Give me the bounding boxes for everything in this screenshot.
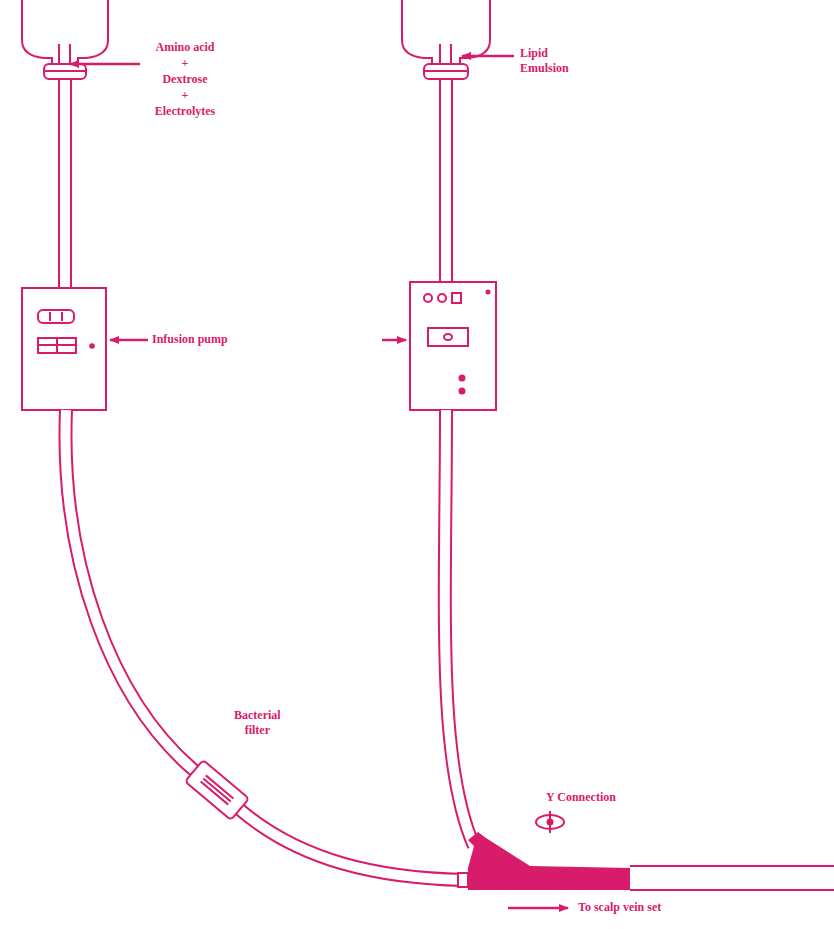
infusion-pump (38, 310, 74, 323)
infusion-pump (22, 288, 106, 410)
tubing (439, 79, 441, 282)
solution-bottle (69, 44, 71, 64)
leader-arrow (462, 55, 514, 58)
tubing (59, 79, 71, 288)
solution-label: + (140, 88, 230, 103)
y-connector (630, 866, 834, 890)
tubing (70, 79, 72, 288)
y-connector (458, 873, 468, 887)
infusion-pump (410, 282, 496, 410)
tubing (66, 410, 196, 772)
infusion-pump (424, 294, 432, 302)
leader-arrow (508, 907, 568, 910)
tubing (238, 808, 464, 880)
leader-arrow (70, 63, 140, 66)
lipid-bottle (439, 44, 441, 64)
tubing (445, 410, 474, 846)
infusion-pump (410, 282, 496, 410)
lipid-label: Lipid Emulsion (520, 46, 569, 76)
pump-label: Infusion pump (152, 332, 228, 347)
tubing (66, 410, 474, 880)
filter-label: Bacterial filter (234, 708, 281, 738)
infusion-pump (56, 338, 58, 353)
solution-bottle (22, 0, 108, 64)
leader-arrow (382, 339, 406, 342)
infusion-pump (452, 293, 461, 303)
solution-bottle (44, 70, 86, 72)
tubing (238, 808, 464, 880)
solution-label: Dextrose (140, 72, 230, 87)
bacterial-filter (185, 760, 249, 820)
lipid-bottle (402, 0, 490, 79)
lipid-bottle (424, 64, 468, 79)
infusion-pump (38, 338, 76, 353)
bacterial-filter (201, 781, 229, 804)
infusion-pump (22, 288, 106, 410)
bacterial-filter (206, 775, 234, 798)
bacterial-filter (203, 778, 231, 801)
solution-label: Electrolytes (140, 104, 230, 119)
lipid-bottle (402, 0, 490, 64)
infusion-pump (428, 328, 468, 346)
clamp (548, 820, 553, 825)
infusion-pump (487, 291, 490, 294)
solution-bottle (58, 44, 60, 64)
infusion-pump (444, 334, 452, 340)
solution-label: + (140, 56, 230, 71)
y-connector (458, 832, 834, 890)
outlet-label: To scalp vein set (578, 900, 661, 915)
lipid-bottle (424, 70, 468, 72)
infusion-pump (90, 344, 94, 348)
infusion-pump (460, 389, 465, 394)
tubing (58, 79, 60, 288)
bacterial-filter (185, 760, 249, 820)
connector-label: Y Connection (546, 790, 616, 805)
tubing (451, 79, 453, 282)
leader-arrow (70, 56, 568, 908)
infusion-pump (438, 294, 446, 302)
lipid-bottle (450, 44, 452, 64)
y-connector (468, 832, 630, 890)
tubing (66, 410, 196, 772)
clamp (536, 811, 564, 833)
solution-bottle (44, 64, 86, 79)
tubing (445, 410, 474, 846)
infusion-pump (61, 312, 63, 321)
tubing (440, 79, 452, 282)
solution-bottle (22, 0, 108, 79)
infusion-pump (49, 312, 51, 321)
infusion-pump (460, 376, 465, 381)
solution-label: Amino acid (140, 40, 230, 55)
leader-arrow (110, 339, 148, 342)
